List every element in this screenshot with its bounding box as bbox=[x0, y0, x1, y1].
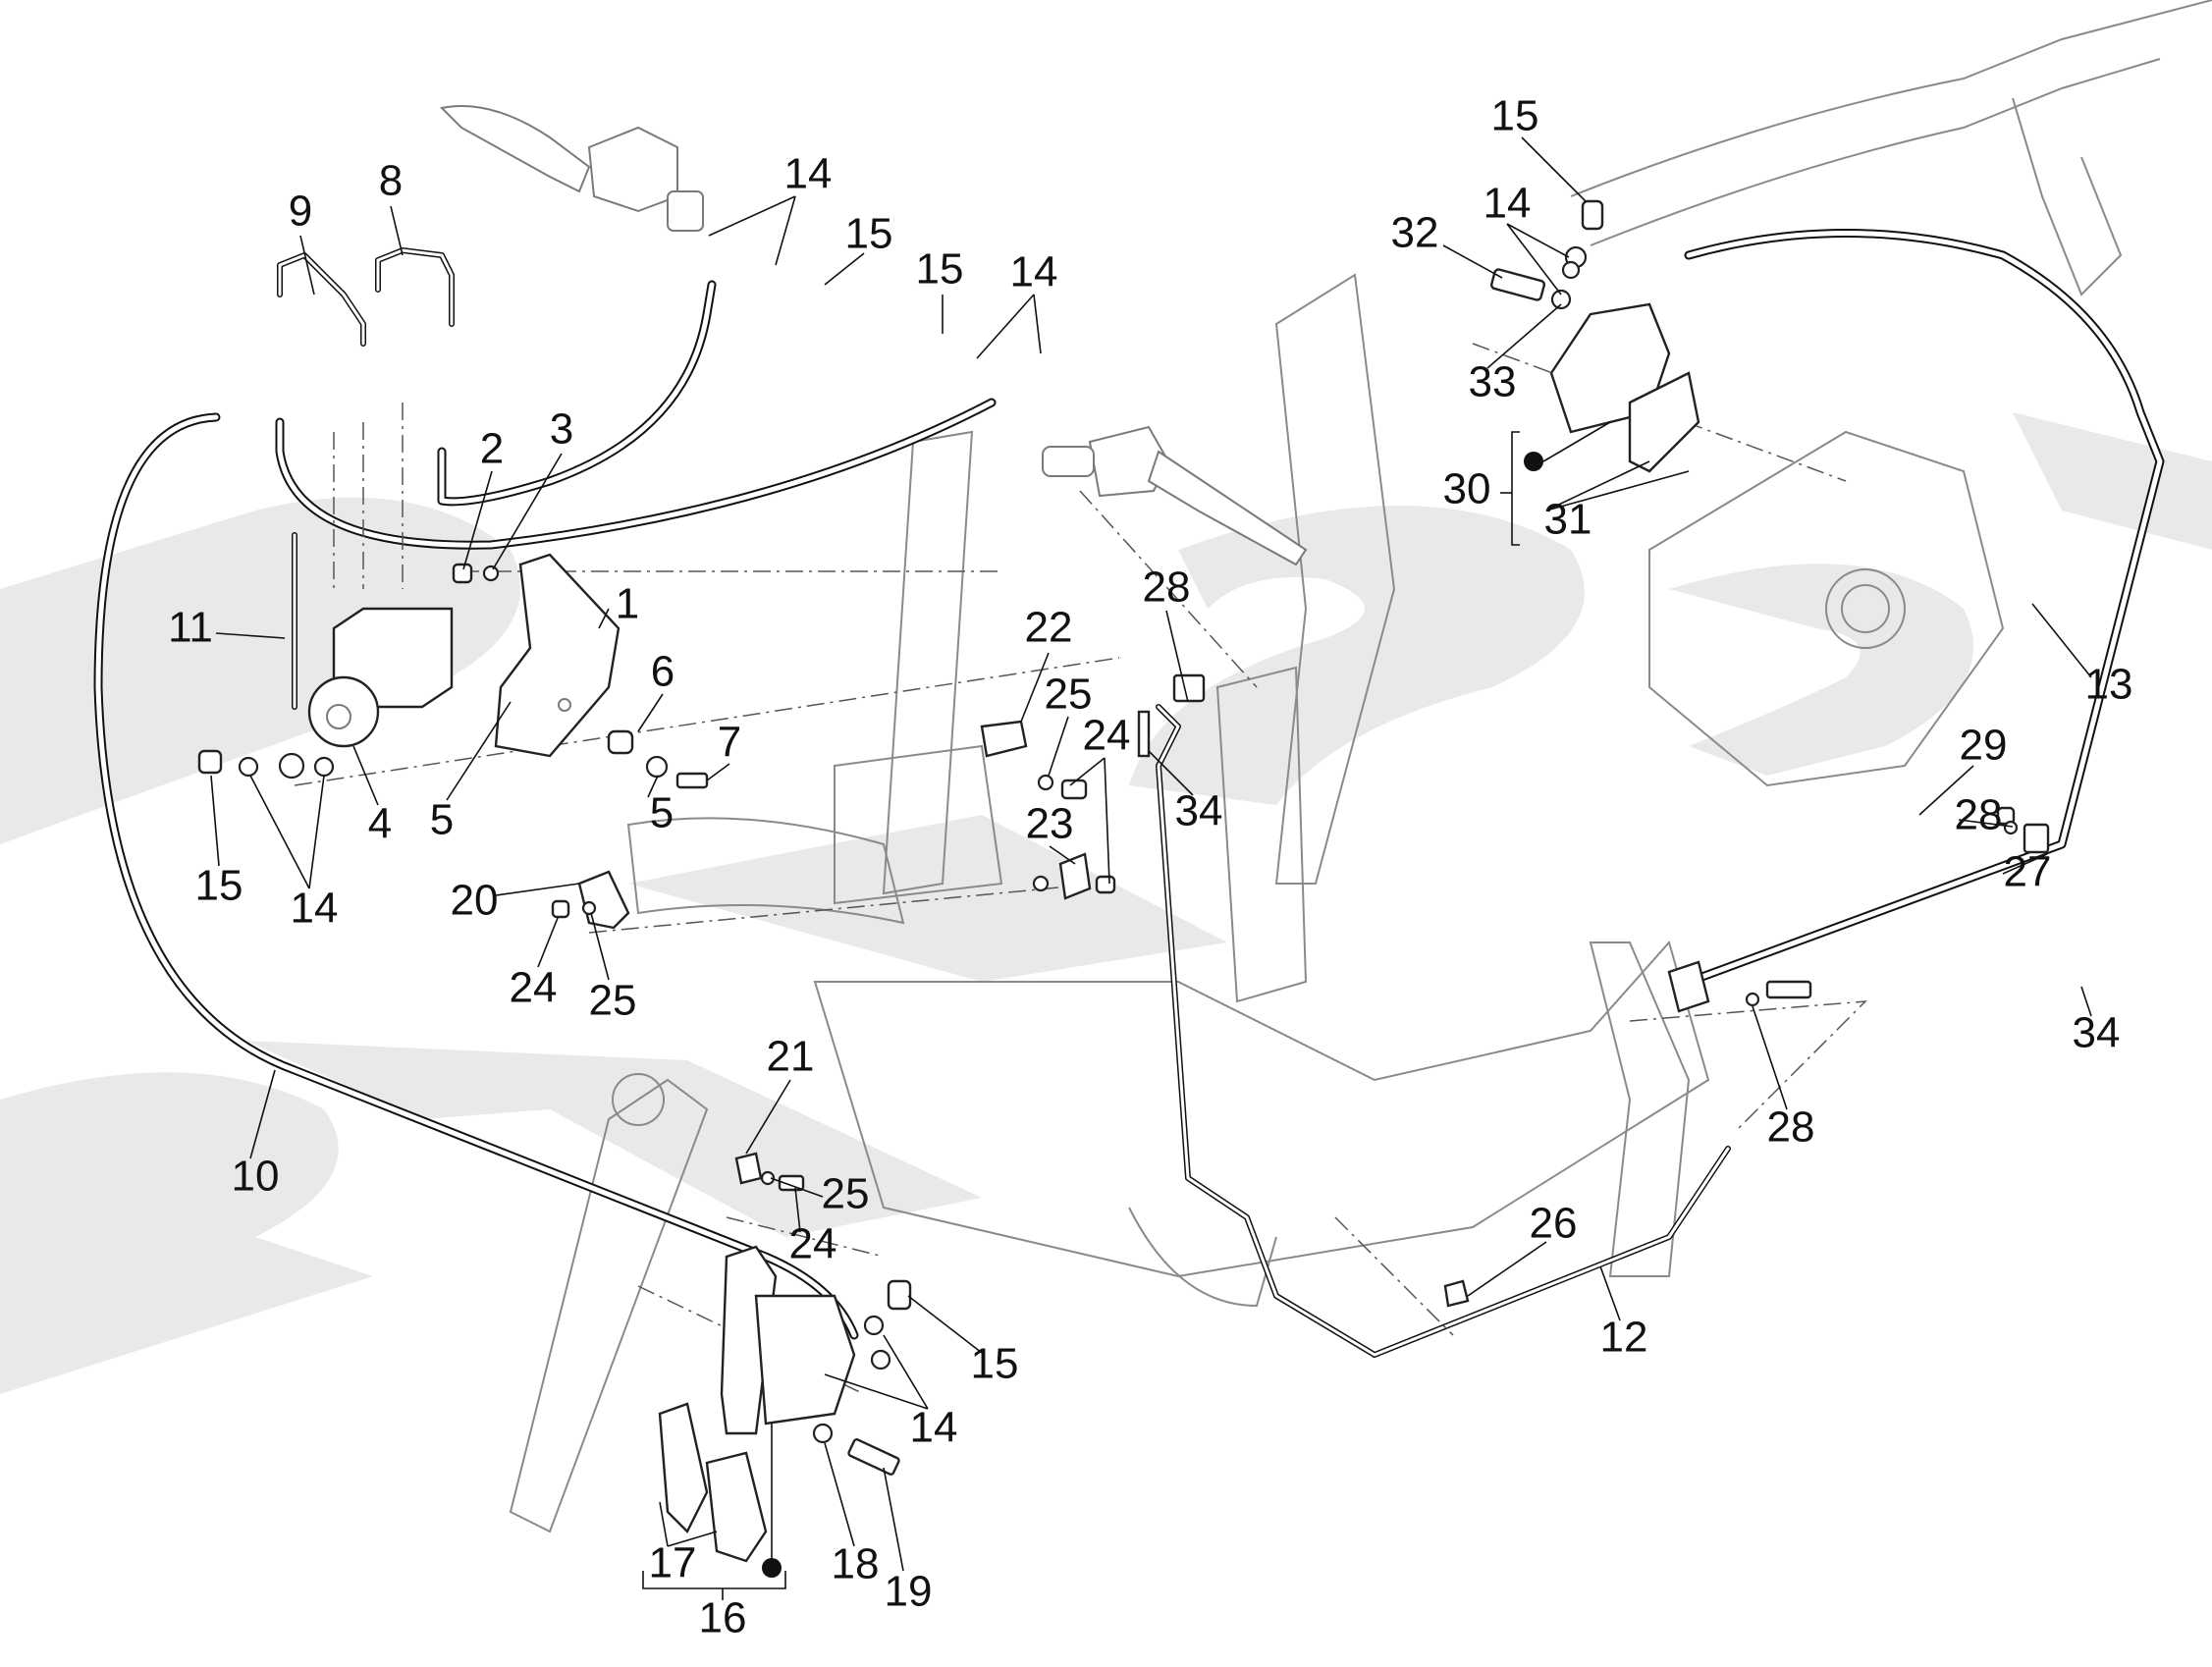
callout-14: 14 bbox=[1484, 180, 1532, 228]
callout-31: 31 bbox=[1544, 496, 1592, 544]
scooter-frame bbox=[509, 0, 2212, 1533]
callout-labels: 1 2 3 4 5 5 6 7 8 9 10 11 12 13 14 14 14… bbox=[168, 92, 2132, 1642]
callout-19: 19 bbox=[885, 1568, 933, 1616]
callout-15: 15 bbox=[845, 210, 893, 258]
rear-master-cylinder bbox=[1042, 425, 1308, 566]
callout-1: 1 bbox=[616, 580, 639, 628]
callout-5: 5 bbox=[430, 796, 454, 844]
callout-29: 29 bbox=[1960, 722, 2008, 770]
callout-17: 17 bbox=[649, 1539, 697, 1587]
callout-10: 10 bbox=[232, 1153, 280, 1201]
callout-28: 28 bbox=[1955, 791, 2003, 839]
callout-9: 9 bbox=[289, 188, 312, 236]
callout-15: 15 bbox=[1491, 92, 1539, 140]
callout-27: 27 bbox=[2004, 848, 2052, 896]
callout-14: 14 bbox=[910, 1404, 958, 1452]
kit-brackets bbox=[642, 421, 1611, 1600]
callout-28: 28 bbox=[1767, 1103, 1815, 1152]
abs-unit bbox=[307, 607, 454, 748]
watermark bbox=[0, 412, 2212, 1394]
leader-lines bbox=[210, 136, 2092, 1572]
callout-14: 14 bbox=[291, 885, 339, 933]
callout-3: 3 bbox=[550, 405, 573, 454]
callout-23: 23 bbox=[1026, 800, 1074, 848]
callout-25: 25 bbox=[1045, 671, 1093, 719]
callout-16: 16 bbox=[699, 1594, 747, 1642]
callout-20: 20 bbox=[451, 877, 499, 925]
callout-34: 34 bbox=[2073, 1009, 2121, 1057]
callout-33: 33 bbox=[1469, 358, 1517, 406]
abs-bracket bbox=[494, 553, 620, 758]
callout-32: 32 bbox=[1391, 209, 1439, 257]
front-master-cylinder bbox=[439, 105, 704, 232]
rear-caliper bbox=[1489, 199, 1700, 473]
callout-4: 4 bbox=[368, 800, 392, 848]
callout-15: 15 bbox=[195, 862, 243, 910]
callout-13: 13 bbox=[2085, 661, 2133, 709]
callout-18: 18 bbox=[832, 1540, 880, 1588]
front-caliper bbox=[658, 1245, 912, 1563]
callout-25: 25 bbox=[822, 1170, 870, 1218]
callout-8: 8 bbox=[379, 157, 403, 205]
brake-hoses bbox=[93, 229, 2165, 1358]
callout-12: 12 bbox=[1600, 1314, 1648, 1362]
callout-15: 15 bbox=[971, 1340, 1019, 1388]
callout-6: 6 bbox=[651, 648, 674, 696]
kit-marker-dot bbox=[1524, 452, 1543, 471]
callout-15: 15 bbox=[916, 245, 964, 294]
callout-24: 24 bbox=[510, 964, 558, 1012]
callout-22: 22 bbox=[1025, 604, 1073, 652]
callout-24: 24 bbox=[1083, 712, 1131, 760]
callout-14: 14 bbox=[1010, 248, 1058, 296]
callout-2: 2 bbox=[480, 425, 504, 473]
callout-21: 21 bbox=[767, 1033, 815, 1081]
callout-11: 11 bbox=[168, 604, 213, 652]
callout-7: 7 bbox=[718, 719, 741, 767]
callout-5: 5 bbox=[650, 789, 674, 837]
callout-14: 14 bbox=[784, 150, 833, 198]
callout-26: 26 bbox=[1530, 1200, 1578, 1248]
callout-25: 25 bbox=[589, 977, 637, 1025]
callout-28: 28 bbox=[1143, 564, 1191, 612]
callout-30: 30 bbox=[1443, 465, 1491, 513]
callout-34: 34 bbox=[1175, 787, 1223, 835]
small-hardware bbox=[197, 563, 2050, 1308]
callout-24: 24 bbox=[789, 1220, 837, 1268]
